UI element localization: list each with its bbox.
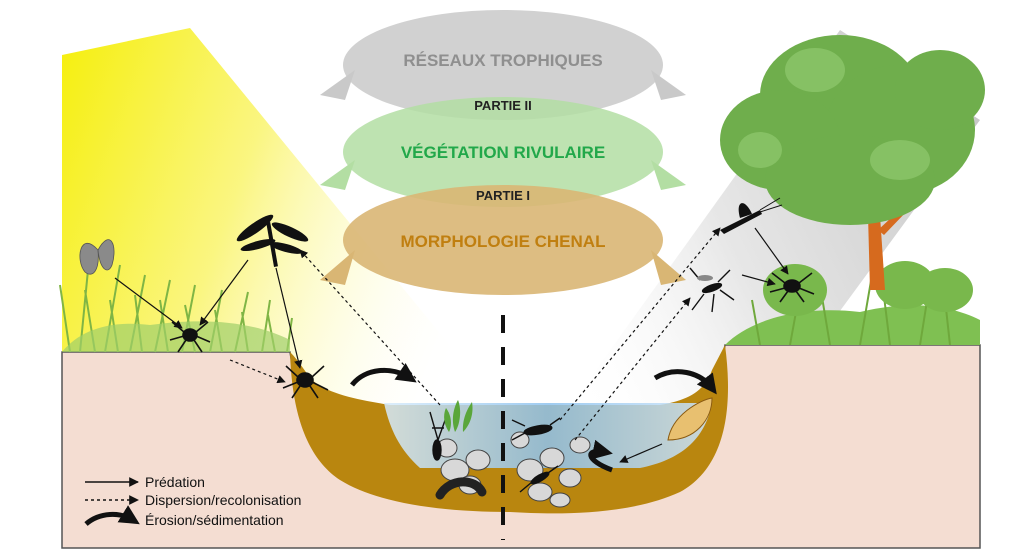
level-ellipses bbox=[320, 10, 686, 295]
legend: Prédation Dispersion/recolonisation Éros… bbox=[84, 474, 301, 528]
arrow-bot-right bbox=[651, 250, 686, 285]
label-vegetation-rivulaire: VÉGÉTATION RIVULAIRE bbox=[401, 143, 605, 162]
ellipse-morphologie-chenal bbox=[343, 185, 663, 295]
legend-dispersion-label: Dispersion/recolonisation bbox=[145, 492, 301, 508]
legend-erosion-arrow bbox=[84, 505, 140, 526]
mayfly-icon bbox=[720, 197, 783, 234]
legend-erosion-label: Érosion/sédimentation bbox=[145, 512, 284, 528]
sedimentation-arrow bbox=[588, 439, 613, 473]
butterfly-icon bbox=[79, 239, 115, 275]
label-partie-ii: PARTIE II bbox=[474, 98, 532, 113]
label-reseaux-trophiques: RÉSEAUX TROPHIQUES bbox=[403, 51, 602, 70]
ellipse-reseaux-trophiques bbox=[343, 10, 663, 120]
aquatic-plant-icon bbox=[444, 400, 473, 432]
right-grass bbox=[751, 274, 951, 346]
tree-icon bbox=[720, 35, 985, 290]
spider-right-icon bbox=[769, 272, 815, 303]
arrow-top-left bbox=[320, 70, 355, 100]
label-morphologie-chenal: MORPHOLOGIE CHENAL bbox=[401, 232, 606, 251]
dispersion-arrows bbox=[229, 227, 721, 441]
arrow-mid-left bbox=[320, 160, 355, 190]
larva-gravel-icon bbox=[519, 465, 559, 493]
predation-arrows bbox=[114, 227, 789, 463]
legend-predation-label: Prédation bbox=[145, 474, 205, 490]
arrow-bot-left bbox=[320, 250, 355, 285]
erosion-arrow-right bbox=[653, 369, 717, 395]
label-partie-i: PARTIE I bbox=[476, 188, 530, 203]
dragonfly-icon bbox=[236, 214, 309, 267]
arrow-mid-right bbox=[651, 160, 686, 190]
spider-bank-icon bbox=[282, 365, 329, 399]
erosion-arrow-left bbox=[350, 363, 417, 387]
left-grass-base bbox=[62, 321, 290, 352]
arrow-top-right bbox=[651, 70, 686, 100]
ellipse-vegetation-rivulaire bbox=[343, 97, 663, 207]
larva-right-icon bbox=[511, 417, 561, 441]
larva-icon bbox=[429, 411, 449, 461]
grub-icon bbox=[435, 477, 487, 500]
mosquito-icon bbox=[689, 267, 735, 313]
leaf-icon bbox=[667, 397, 713, 441]
